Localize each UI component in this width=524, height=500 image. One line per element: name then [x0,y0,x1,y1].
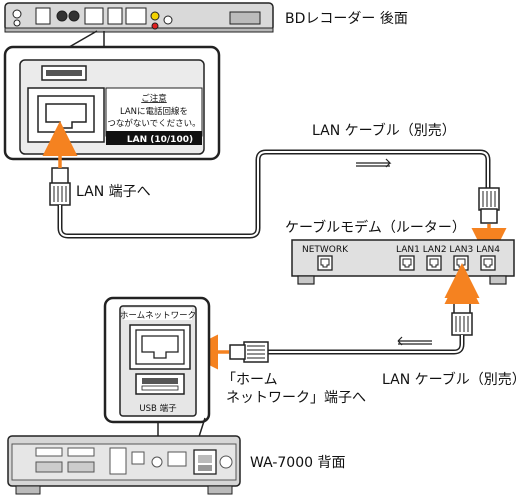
home-network-label-2: ネットワーク」端子へ [226,390,366,406]
home-network-label-1: 「ホーム [222,372,278,388]
lan-cable-bottom-label: LAN ケーブル（別売） [382,371,524,388]
bd-recorder-label: BDレコーダー 後面 [285,11,408,27]
wa7000-device [7,435,241,495]
modem-title: ケーブルモデム（ルーター） [285,219,466,236]
caution-line2: つながないでください。 [107,118,200,129]
lan-terminal-label: LAN 端子へ [76,184,151,200]
home-network-panel-title: ホームネットワーク [120,311,196,321]
lan-cable-top-label: LAN ケーブル（別売） [312,122,456,139]
wa7000-label: WA-7000 背面 [250,455,345,471]
bd-recorder-device [4,2,274,33]
network-port-label: NETWORK [302,245,349,255]
caution-title: ご注意 [141,93,167,104]
caution-line1: LANに電話回線を [120,106,188,117]
usb-terminal-label: USB 端子 [139,403,177,414]
lan-cable-bottom [229,263,480,363]
lan-port-label: LAN (10/100) [127,135,193,145]
lan-ports-label: LAN1 LAN2 LAN3 LAN4 [396,245,500,255]
lan-cable-top [49,149,500,239]
home-network-closeup [103,296,211,424]
